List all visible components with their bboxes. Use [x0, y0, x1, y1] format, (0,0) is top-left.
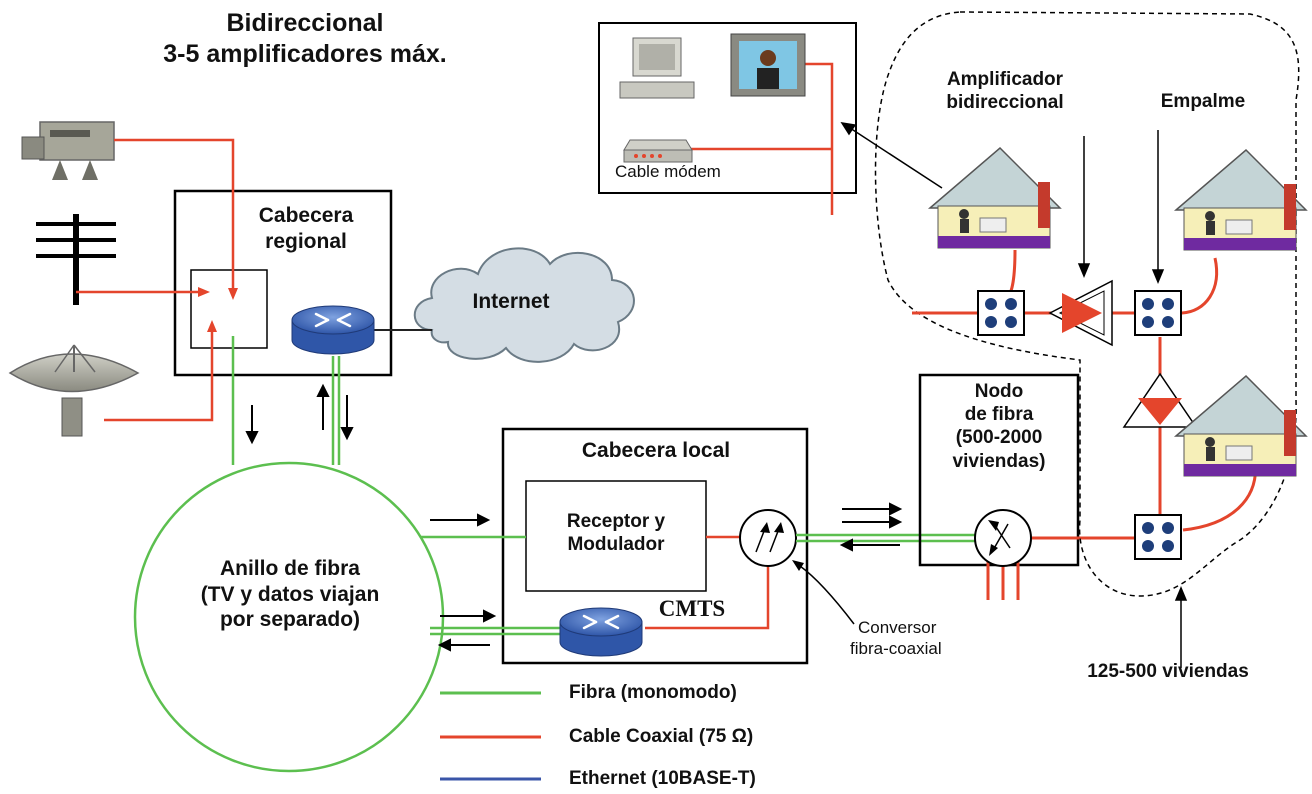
- receptor-line-1: Receptor y: [566, 511, 666, 532]
- nodo-line-4: viviendas): [952, 450, 1046, 472]
- title-line-2: 3-5 amplificadores máx.: [163, 39, 447, 68]
- receptor-line-2: Modulador: [567, 534, 665, 556]
- splice-box-icon: [1134, 290, 1182, 336]
- router-icon: [559, 607, 643, 657]
- amplifier-triangle-icon: [1122, 372, 1198, 428]
- amplifier-triangle-icon: [1048, 279, 1113, 347]
- computer-icon: [619, 37, 695, 99]
- legend-fiber-label: Fibra (monomodo): [569, 682, 737, 703]
- anillo-line-3: por separado): [219, 608, 361, 632]
- cable-modem-icon: [623, 139, 693, 163]
- fiber-coax-converter-icon: [739, 509, 797, 567]
- cabecera-regional-label: Cabecera regional: [236, 203, 376, 254]
- legend-coax-label: Cable Coaxial (75 Ω): [569, 726, 754, 747]
- nodo-line-1: Nodo: [974, 381, 1024, 402]
- amplificador-label: Amplificador bidireccional: [930, 68, 1080, 114]
- conversor-label: Conversor fibra-coaxial: [850, 618, 980, 659]
- empalme-label: Empalme: [1160, 91, 1246, 112]
- anillo-fibra-label: Anillo de fibra (TV y datos viajan por s…: [168, 556, 412, 633]
- cabecera-regional-line-2: regional: [265, 229, 347, 253]
- cmts-label: CMTS: [658, 596, 726, 621]
- fiber-coax-converter-icon: [974, 509, 1032, 567]
- viviendas-label: 125-500 viviendas: [1087, 661, 1249, 682]
- cabecera-local-box: [501, 427, 809, 665]
- conversor-line-1: Conversor: [858, 618, 937, 637]
- nodo-fibra-label: Nodo de fibra (500-2000 viviendas): [926, 380, 1072, 473]
- customer-premises-box: [598, 22, 857, 194]
- tv-icon: [730, 33, 806, 97]
- nodo-line-3: (500-2000: [955, 427, 1043, 449]
- anillo-line-1: Anillo de fibra: [219, 557, 360, 580]
- internet-label: Internet: [472, 290, 550, 313]
- splice-box-icon: [977, 290, 1025, 336]
- cabecera-regional-inner-box: [190, 269, 268, 349]
- neighbourhood-boundary: [874, 11, 1300, 597]
- house-icon: [1173, 374, 1308, 477]
- house-icon: [1173, 148, 1308, 251]
- amplificador-line-1: Amplificador: [946, 69, 1064, 90]
- cloud-icon: [413, 247, 635, 363]
- legend-ethernet-label: Ethernet (10BASE-T): [569, 768, 756, 789]
- splice-box-icon: [1134, 514, 1182, 560]
- cabecera-regional-line-1: Cabecera: [258, 204, 354, 227]
- nodo-line-2: de fibra: [964, 404, 1034, 426]
- cabecera-regional-box: [173, 189, 393, 377]
- satellite-dish-icon: [8, 344, 140, 437]
- diagram-title: Bidireccional 3-5 amplificadores máx.: [100, 8, 510, 69]
- cabecera-local-label: Cabecera local: [581, 439, 731, 462]
- title-line-1: Bidireccional: [226, 9, 384, 37]
- amplificador-line-2: bidireccional: [946, 92, 1064, 114]
- conversor-line-2: fibra-coaxial: [850, 638, 942, 658]
- router-icon: [291, 305, 375, 355]
- anillo-line-2: (TV y datos viajan: [200, 582, 380, 606]
- house-icon: [927, 146, 1062, 249]
- video-camera-icon: [21, 121, 115, 180]
- receptor-modulador-label: Receptor y Modulador: [528, 510, 704, 556]
- tv-antenna-icon: [36, 214, 116, 305]
- cable-modem-label: Cable módem: [615, 162, 721, 181]
